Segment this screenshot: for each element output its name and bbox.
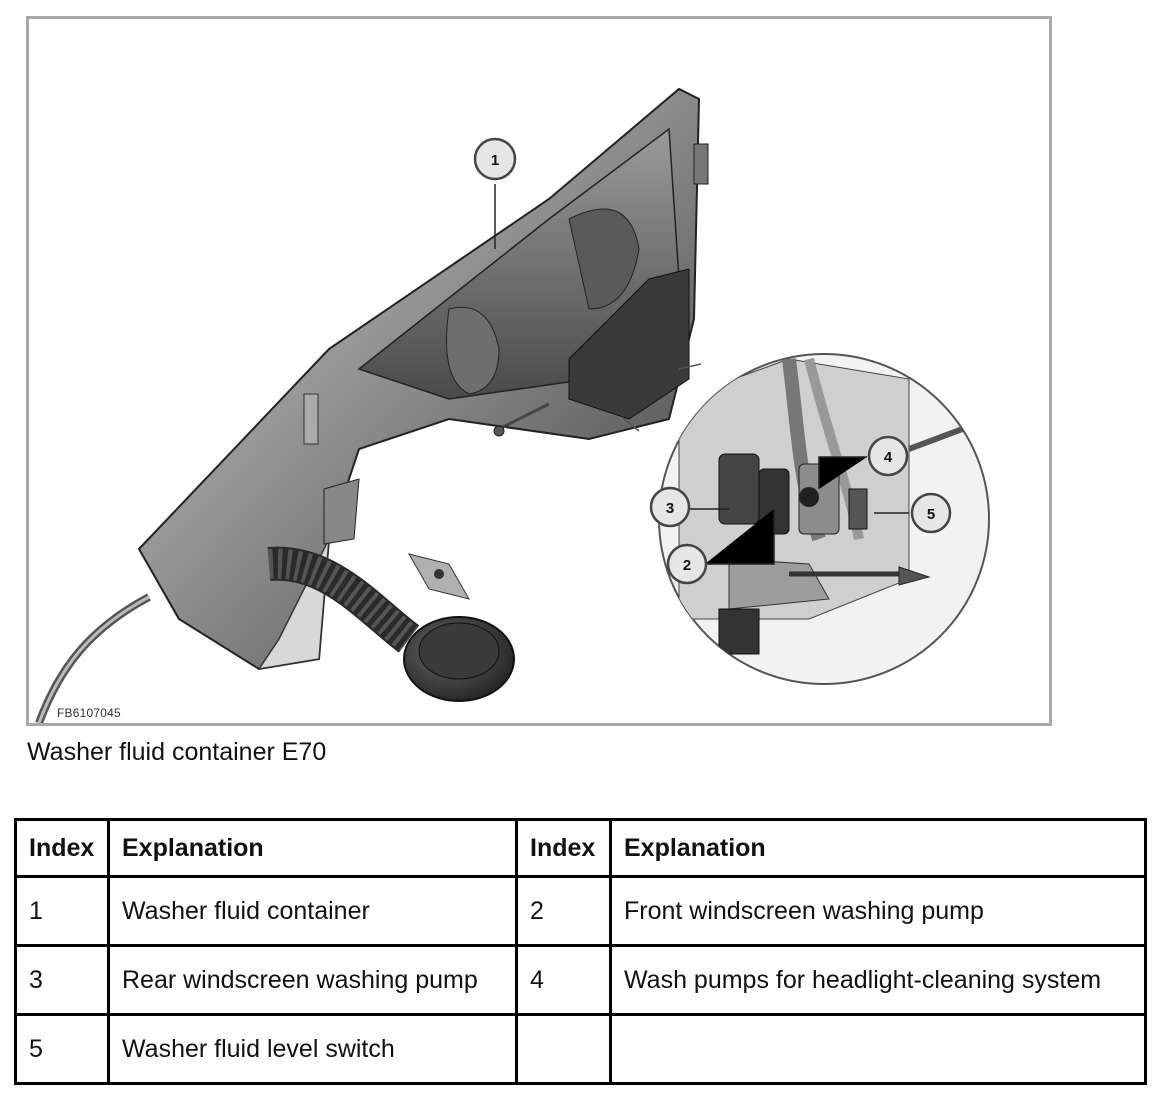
svg-text:2: 2: [683, 557, 691, 574]
svg-text:5: 5: [927, 506, 935, 523]
filler-neck: [267, 546, 515, 702]
header-explanation: Explanation: [107, 818, 518, 878]
header-index: Index: [515, 818, 612, 878]
index-cell: 2: [515, 875, 612, 947]
svg-text:4: 4: [884, 449, 893, 466]
header-index: Index: [14, 818, 110, 878]
legend-table: Index Explanation Index Explanation 1 Wa…: [14, 818, 1147, 1085]
header-explanation: Explanation: [609, 818, 1147, 878]
callout-2: 2: [666, 543, 708, 585]
svg-text:1: 1: [491, 152, 499, 169]
index-cell: 5: [14, 1013, 110, 1085]
index-cell: [515, 1013, 612, 1085]
callout-3: 3: [649, 486, 691, 528]
figure-illustration: 1 3 2 4 5 FB6107045: [26, 16, 1052, 726]
index-cell: 4: [515, 944, 612, 1016]
explanation-cell: Wash pumps for headlight-cleaning system: [609, 944, 1147, 1016]
svg-text:3: 3: [666, 500, 674, 517]
explanation-cell: Washer fluid container: [107, 875, 518, 947]
table-row: 5 Washer fluid level switch: [14, 1013, 1147, 1085]
callout-4: 4: [867, 435, 909, 477]
figure-caption: Washer fluid container E70: [27, 738, 327, 766]
callout-5: 5: [910, 492, 952, 534]
explanation-cell: [609, 1013, 1147, 1085]
table-header-row: Index Explanation Index Explanation: [14, 818, 1147, 878]
table-row: 1 Washer fluid container 2 Front windscr…: [14, 875, 1147, 947]
washer-fluid-container: [137, 87, 709, 671]
hose: [35, 593, 151, 723]
explanation-cell: Washer fluid level switch: [107, 1013, 518, 1085]
callout-1: 1: [473, 137, 517, 181]
detail-zoom-circle: [658, 353, 990, 685]
figure-code: FB6107045: [57, 706, 121, 720]
explanation-cell: Rear windscreen washing pump: [107, 944, 518, 1016]
index-cell: 1: [14, 875, 110, 947]
table-row: 3 Rear windscreen washing pump 4 Wash pu…: [14, 944, 1147, 1016]
washer-container-drawing: 1 3 2 4 5: [35, 87, 990, 723]
explanation-cell: Front windscreen washing pump: [609, 875, 1147, 947]
index-cell: 3: [14, 944, 110, 1016]
